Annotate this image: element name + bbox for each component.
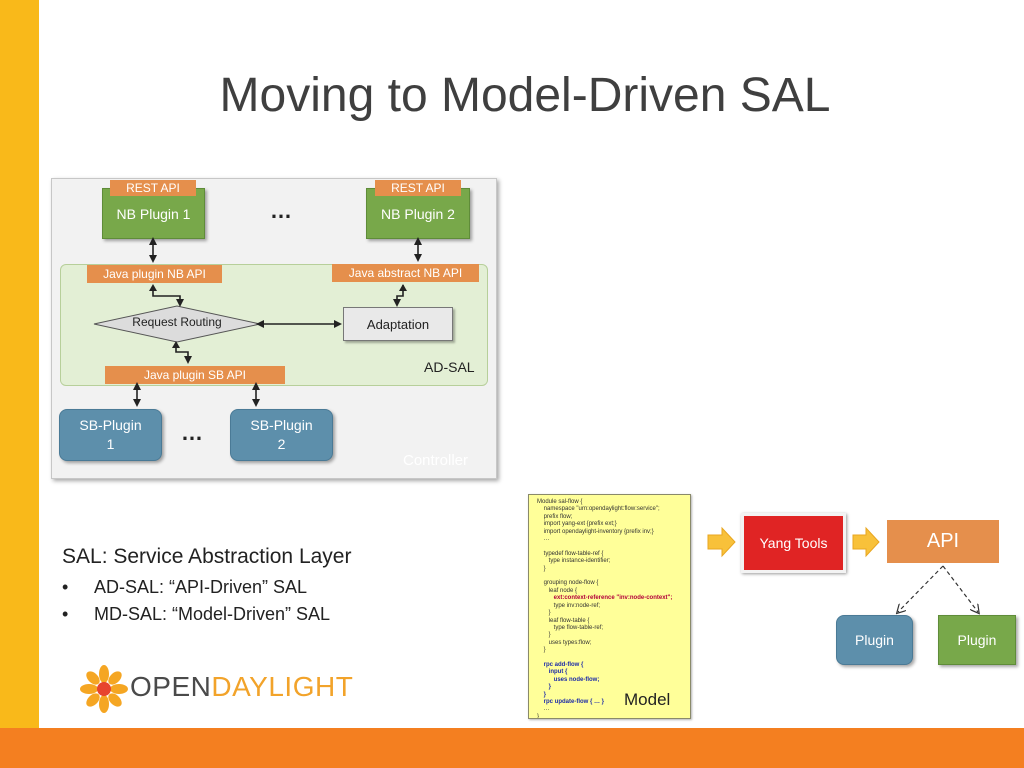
model-code-line: ext:context-reference "inv:node-context"… xyxy=(537,595,673,602)
model-code-line: rpc add-flow { xyxy=(537,661,584,668)
nb-plugin-2-label: NB Plugin 2 xyxy=(381,205,455,222)
model-code-line: } xyxy=(537,647,546,654)
model-code-line: type instance-identifier; xyxy=(537,558,611,565)
nb-ellipsis: … xyxy=(270,198,293,223)
bullet-ad-sal: • AD-SAL: “API-Driven” SAL xyxy=(62,577,382,601)
request-routing-label: Request Routing xyxy=(132,315,222,329)
logo-part-open: OPEN xyxy=(130,671,212,702)
model-code-line: } xyxy=(537,610,551,617)
model-label: Model xyxy=(624,690,671,709)
ad-sal-label: AD-SAL xyxy=(424,359,475,375)
model-code-line: grouping node-flow { xyxy=(537,580,599,587)
model-code-line: } xyxy=(537,632,551,639)
model-code-line: … xyxy=(537,536,550,543)
arrow-api-plugin-right xyxy=(942,565,978,612)
arrow-nb-api-routing xyxy=(152,286,184,307)
model-code-line: type flow-table-ref; xyxy=(537,624,604,631)
model-code-line: namespace "urn:opendaylight:flow:service… xyxy=(537,506,660,513)
model-code-line: } xyxy=(537,713,540,719)
arrow-yang-to-api xyxy=(852,526,880,558)
model-code-line xyxy=(537,573,672,580)
bullet-marker: • xyxy=(62,577,69,597)
java-plugin-sb-api-tag: Java plugin SB API xyxy=(105,366,285,384)
bottom-accent-bar xyxy=(0,728,1024,768)
model-code-box: Module sal-flow { namespace "urn:openday… xyxy=(528,494,691,719)
model-code-line xyxy=(537,543,672,550)
bullet-marker: • xyxy=(62,604,69,624)
plugin-box-right: Plugin xyxy=(938,615,1016,665)
sal-heading: SAL: Service Abstraction Layer xyxy=(62,545,352,568)
model-code-line: } xyxy=(537,684,552,691)
sb-plugin-1-box: SB-Plugin 1 xyxy=(59,409,162,461)
model-code-line: uses types:flow; xyxy=(537,639,592,646)
nb-plugin-1-rest-api-tag: REST API xyxy=(110,180,196,196)
logo-part-daylight: DAYLIGHT xyxy=(211,671,354,702)
bullet-text: AD-SAL: “API-Driven” SAL xyxy=(94,577,308,597)
sb-ellipsis: … xyxy=(181,420,204,445)
model-code-line: Module sal-flow { xyxy=(537,499,583,505)
model-code-line: } xyxy=(537,691,547,698)
controller-label: Controller xyxy=(403,452,469,469)
slide-title: Moving to Model-Driven SAL xyxy=(219,69,831,122)
model-code-line xyxy=(537,655,672,662)
nb-plugin-1-box: NB Plugin 1 xyxy=(102,188,205,239)
model-code-line: type inv:node-ref; xyxy=(537,602,601,609)
bullet-md-sal: • MD-SAL: “Model-Driven” SAL xyxy=(62,604,382,628)
nb-plugin-1-label: NB Plugin 1 xyxy=(116,205,191,222)
plugin-box-left: Plugin xyxy=(836,615,913,665)
left-accent-bar xyxy=(0,0,39,728)
model-code-line: rpc update-flow { … } xyxy=(537,698,605,705)
model-code-line: import yang-ext {prefix ext;} xyxy=(537,521,617,528)
model-code-line: } xyxy=(537,565,546,572)
model-code-line: typedef flow-table-ref { xyxy=(537,550,604,557)
model-code-listing: Module sal-flow { namespace "urn:openday… xyxy=(537,499,673,719)
java-plugin-nb-api-tag: Java plugin NB API xyxy=(87,265,222,283)
java-abstract-nb-api-tag: Java abstract NB API xyxy=(332,264,479,282)
api-box: API xyxy=(887,520,999,563)
arrow-api-plugin-left xyxy=(898,565,944,612)
model-code-line: prefix flow; xyxy=(537,513,573,520)
model-code-line: import opendaylight-inventory {prefix in… xyxy=(537,528,654,535)
model-code-line: input { xyxy=(537,669,568,676)
yang-tools-box: Yang Tools xyxy=(741,513,846,573)
opendaylight-logo-mark xyxy=(80,665,128,713)
adaptation-box: Adaptation xyxy=(343,307,453,341)
bullet-text: MD-SAL: “Model-Driven” SAL xyxy=(94,604,331,624)
opendaylight-logo-text: OPENDAYLIGHT xyxy=(130,671,353,703)
model-code-line: leaf flow-table { xyxy=(537,617,590,624)
model-code-line: leaf node { xyxy=(537,587,578,594)
nb-plugin-2-rest-api-tag: REST API xyxy=(375,180,461,196)
model-code-line: uses node-flow; xyxy=(537,676,600,683)
sb-plugin-2-box: SB-Plugin 2 xyxy=(230,409,333,461)
arrow-model-to-yang xyxy=(707,526,736,558)
model-code-line: … xyxy=(537,706,550,713)
